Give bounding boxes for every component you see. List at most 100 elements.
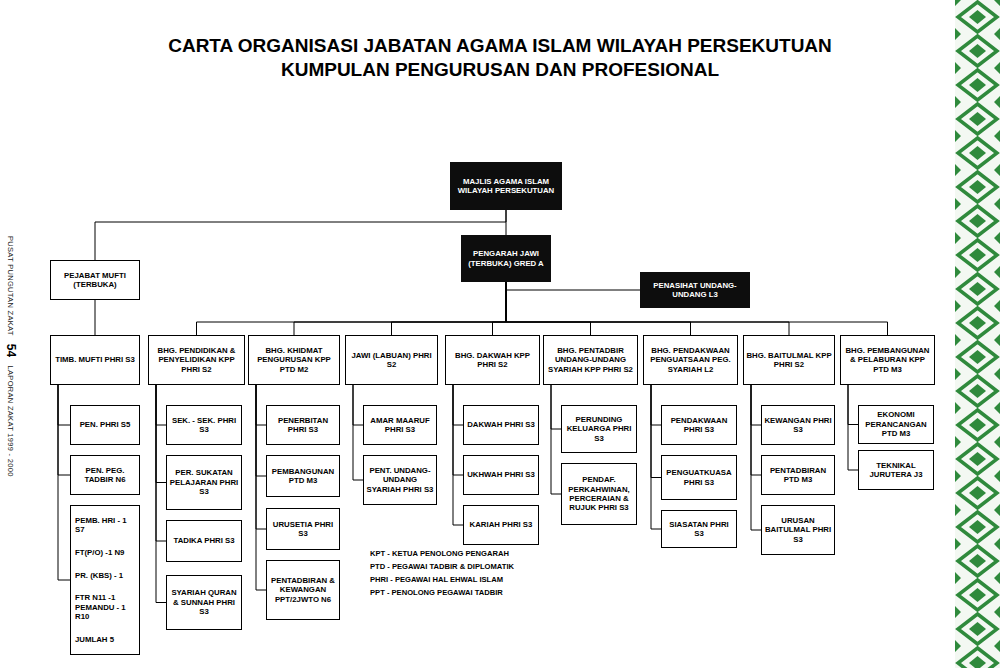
box-label: TADIKA PHRI S3: [173, 536, 234, 545]
org-connector: [453, 385, 463, 425]
org-connector: [95, 300, 96, 335]
org-connector: [353, 385, 363, 425]
org-connector: [453, 385, 463, 525]
org-box: KARIAH PHRI S3: [463, 505, 539, 545]
org-connector: [651, 385, 661, 425]
org-connector: [156, 385, 166, 603]
org-box: TADIKA PHRI S3: [166, 520, 242, 562]
abbreviation-note: PHRI - PEGAWAI HAL EHWAL ISLAM: [370, 575, 630, 584]
org-connector: [551, 385, 561, 429]
box-label: BHG. KHIDMAT PENGURUSAN KPP PTD M2: [251, 346, 337, 374]
org-box: TEKNIKAL JURUTERA J3: [858, 450, 934, 490]
org-box: PENGUATKUASA PHRI S3: [661, 455, 737, 500]
org-box: PENT. UNDANG-UNDANG SYARIAH PHRI S3: [363, 455, 437, 505]
org-box: BHG. PENDAKWAAN PENGUATSAAN PEG. SYARIAH…: [643, 335, 738, 385]
box-label: FT(P/O) -1 N9: [75, 548, 124, 557]
org-connector: [156, 385, 166, 483]
org-box: PENERBITAN PHRI S3: [266, 405, 340, 445]
box-label: PENDAF. PERKAHWINAN, PERCERAIAN & RUJUK …: [564, 475, 634, 512]
box-label: PEN. PEG. TADBIR N6: [73, 466, 137, 485]
box-label: PENT. UNDANG-UNDANG SYARIAH PHRI S3: [366, 466, 434, 494]
org-connector: [751, 385, 761, 425]
org-connector: [95, 210, 506, 260]
box-label: TIMB. MUFTI PHRI S3: [55, 355, 135, 364]
decorative-border: [955, 0, 1000, 668]
box-label: BHG. PEMBANGUNAN & PELABURAN KPP PTD M3: [843, 346, 932, 374]
box-label: PER. SUKATAN PELAJARAN PHRI S3: [169, 468, 239, 496]
org-box: SYARIAH QURAN & SUNNAH PHRI S3: [166, 575, 242, 630]
org-box: EKONOMI PERANCANGAN PTD M3: [858, 405, 934, 444]
org-connector: [58, 385, 70, 425]
org-box: BHG. KHIDMAT PENGURUSAN KPP PTD M2: [248, 335, 340, 385]
highlight-box: PENASIHAT UNDANG-UNDANG L3: [640, 272, 750, 308]
box-label: PR. (KBS) - 1: [75, 571, 123, 580]
org-connector: [156, 385, 166, 541]
org-box: PENDAKWAAN PHRI S3: [661, 405, 737, 445]
org-connector: [256, 385, 266, 425]
org-box: KEWANGAN PHRI S3: [761, 405, 835, 445]
org-box: JAWI (LABUAN) PHRI S2: [345, 335, 438, 385]
page-footer: PUSAT PUNGUTAN ZAKAT 54LAPORAN ZAKAT 1999…: [4, 236, 18, 477]
org-box: PER. SUKATAN PELAJARAN PHRI S3: [166, 455, 242, 510]
box-label: BHG. BAITULMAL KPP PHRI S2: [746, 351, 832, 370]
footer-text: LAPORAN ZAKAT 1999 - 2000: [7, 366, 16, 477]
org-box: BHG. PENDIDIKAN & PENYELIDIKAN KPP PHRI …: [148, 335, 245, 385]
org-connector: [848, 385, 858, 470]
org-connector: [197, 282, 507, 335]
footer-text: 54: [4, 344, 18, 358]
box-label: BHG. DAKWAH KPP PHRI S2: [448, 351, 537, 370]
box-label: PENGUATKUASA PHRI S3: [664, 468, 734, 487]
abbreviation-note: PPT - PENOLONG PEGAWAI TADBIR: [370, 588, 630, 597]
org-box: BHG. PEMBANGUNAN & PELABURAN KPP PTD M3: [840, 335, 935, 385]
box-label: BHG. PENDAKWAAN PENGUATSAAN PEG. SYARIAH…: [646, 346, 735, 374]
org-connector: [353, 385, 363, 480]
box-label: PENTADBIRAN & KEWANGAN PPT/2JWTO N6: [269, 576, 337, 604]
org-connector: [651, 385, 661, 529]
box-label: UKHWAH PHRI S3: [467, 470, 535, 479]
org-box: URUSETIA PHRI S3: [266, 508, 340, 550]
box-label: FTR N11 -1 PEMANDU - 1 R10: [75, 593, 137, 621]
highlight-box: PENGARAH JAWI (TERBUKA) GRED A: [461, 235, 551, 282]
org-connector: [392, 282, 507, 335]
org-box: TIMB. MUFTI PHRI S3: [50, 335, 140, 385]
box-label: SEK. - SEK. PHRI S3: [169, 416, 239, 435]
org-box: PERUNDING KELUARGA PHRI S3: [561, 405, 637, 453]
org-box: PENDAF. PERKAHWINAN, PERCERAIAN & RUJUK …: [561, 463, 637, 525]
box-label: AMAR MAARUF PHRI S3: [366, 416, 434, 435]
box-label: SYARIAH QURAN & SUNNAH PHRI S3: [169, 588, 239, 616]
chart-title: CARTA ORGANISASI JABATAN AGAMA ISLAM WIL…: [115, 34, 885, 82]
box-label: JAWI (LABUAN) PHRI S2: [348, 351, 435, 370]
box-label: KARIAH PHRI S3: [470, 520, 533, 529]
org-box: SIASATAN PHRI S3: [661, 510, 737, 548]
box-label: PEMBANGUNAN PTD M3: [269, 467, 337, 486]
box-label: BHG. PENTADBIR UNDANG-UNDANG SYARIAH KPP…: [546, 346, 635, 374]
box-label: PENTADBIRAN PTD M3: [764, 466, 832, 485]
org-box: BHG. BAITULMAL KPP PHRI S2: [743, 335, 835, 385]
org-box: PEMB. HRI - 1 S7 FT(P/O) -1 N9 PR. (KBS) -…: [70, 505, 140, 655]
org-connector: [506, 282, 591, 335]
box-label: PEN. PHRI S5: [80, 420, 131, 429]
box-label: JUMLAH 5: [75, 635, 114, 644]
footer-text: PUSAT PUNGUTAN ZAKAT: [7, 236, 16, 336]
box-label: PEMB. HRI - 1 S7: [75, 516, 137, 535]
box-label: BHG. PENDIDIKAN & PENYELIDIKAN KPP PHRI …: [151, 346, 242, 374]
org-connector: [551, 385, 561, 494]
org-box: BHG. PENTADBIR UNDANG-UNDANG SYARIAH KPP…: [543, 335, 638, 385]
org-box: AMAR MAARUF PHRI S3: [363, 405, 437, 445]
box-label: PENGARAH JAWI (TERBUKA) GRED A: [464, 249, 548, 268]
box-label: KEWANGAN PHRI S3: [764, 416, 832, 435]
box-label: EKONOMI PERANCANGAN PTD M3: [861, 410, 931, 438]
org-connector: [256, 385, 266, 590]
org-connector: [848, 385, 858, 425]
org-connector: [58, 385, 70, 580]
box-label: PENASIHAT UNDANG-UNDANG L3: [643, 281, 747, 300]
box-label: MAJLIS AGAMA ISLAM WILAYAH PERSEKUTUAN: [453, 177, 559, 196]
org-connector: [751, 385, 761, 475]
org-box: PEJABAT MUFTI (TERBUKA): [50, 260, 140, 300]
abbreviation-note: KPT - KETUA PENOLONG PENGARAH: [370, 549, 630, 558]
org-connector: [256, 385, 266, 476]
org-connector: [651, 385, 661, 478]
org-connector: [493, 282, 507, 335]
org-connector: [751, 385, 761, 530]
